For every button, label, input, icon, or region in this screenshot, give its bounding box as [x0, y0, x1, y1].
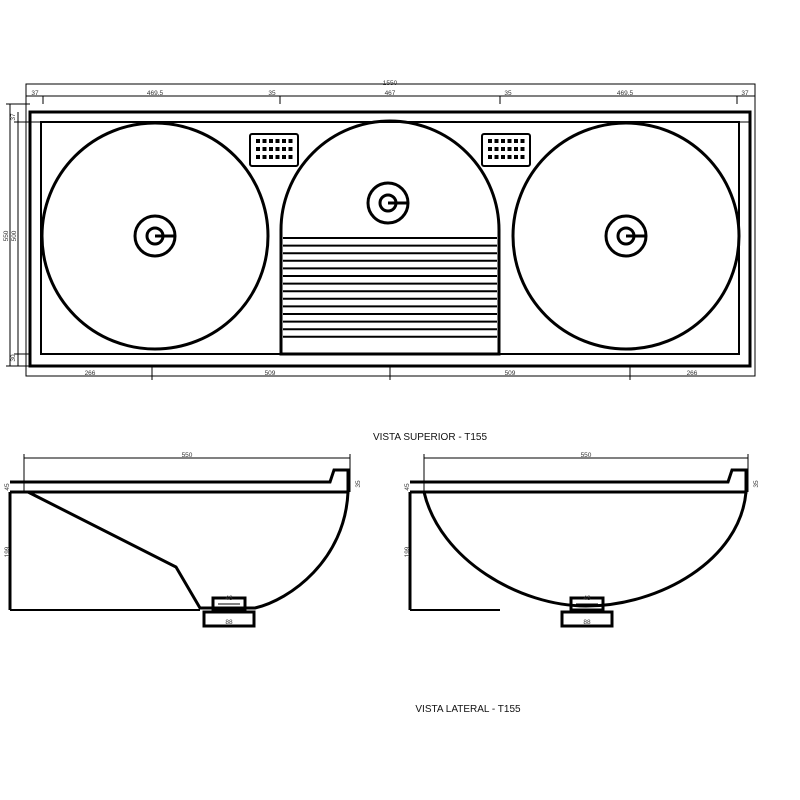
top-dim-3: 35 — [268, 90, 276, 97]
soap-grid-hole — [520, 139, 525, 143]
top-dimension-band: 37 469.5 35 467 35 469.5 37 — [26, 90, 755, 104]
soap-grid-hole — [507, 139, 512, 143]
soap-grid-hole — [494, 147, 499, 151]
soap-grid-hole — [256, 139, 260, 143]
side-right-width-label: 550 — [581, 452, 592, 459]
soap-grid-hole — [275, 155, 280, 159]
soap-grid-hole — [488, 139, 492, 143]
side-left-drain-base-label: 88 — [225, 619, 233, 626]
center-washboard-basin — [279, 119, 501, 356]
side-right-rim-label: 45 — [404, 483, 411, 491]
side-left-depth-label: 199 — [4, 546, 11, 557]
top-dim-7: 37 — [741, 90, 749, 97]
right-drain-icon — [604, 214, 648, 258]
top-dim-5: 35 — [504, 90, 512, 97]
soap-grid-hole — [262, 155, 267, 159]
bottom-dim-2: 509 — [265, 370, 276, 377]
side-left-width-label: 550 — [182, 452, 193, 459]
soap-grid-hole — [507, 155, 512, 159]
soap-grid-hole — [269, 147, 273, 151]
left-dim-4: 30 — [10, 354, 17, 362]
side-view-right: 550 35 45 199 48 88 — [404, 452, 760, 628]
soap-grid-hole — [269, 155, 273, 159]
bottom-dim-3: 509 — [505, 370, 516, 377]
soap-grid-hole — [501, 139, 505, 143]
soap-grid-hole — [501, 155, 505, 159]
side-left-rim — [10, 468, 350, 494]
side-view-left: 550 35 45 199 48 88 — [4, 452, 362, 628]
right-basin — [511, 121, 741, 351]
center-drain-icon — [366, 181, 410, 225]
soap-grid-hole — [288, 147, 293, 151]
soap-grid-hole — [275, 139, 280, 143]
soap-grid-hole — [288, 155, 293, 159]
soap-grid-hole — [269, 139, 273, 143]
soap-grid-right-icon — [481, 133, 531, 167]
left-drain-icon — [133, 214, 177, 258]
side-right-rim — [410, 468, 748, 494]
top-dim-6: 469.5 — [617, 90, 634, 97]
soap-grid-hole — [256, 147, 260, 151]
top-view: 1550 37 469.5 35 467 35 469.5 37 — [3, 80, 756, 443]
soap-grid-hole — [275, 147, 280, 151]
left-dim-2: 550 — [3, 230, 10, 241]
left-dim-1: 37 — [10, 113, 17, 121]
soap-grid-hole — [488, 155, 492, 159]
soap-grid-hole — [488, 147, 492, 151]
bottom-dim-1: 266 — [85, 370, 96, 377]
side-left-rim-label: 45 — [4, 483, 11, 491]
soap-grid-hole — [282, 155, 286, 159]
soap-grid-hole — [262, 139, 267, 143]
top-view-caption: VISTA SUPERIOR - T155 — [373, 432, 488, 443]
soap-grid-hole — [520, 147, 525, 151]
soap-grid-hole — [282, 139, 286, 143]
soap-grid-hole — [494, 139, 499, 143]
top-dim-1: 37 — [31, 90, 39, 97]
side-left-drain-top-label: 48 — [225, 595, 233, 602]
side-view-caption: VISTA LATERAL - T155 — [415, 704, 521, 715]
soap-grid-hole — [256, 155, 260, 159]
overall-width-label: 1550 — [383, 80, 398, 87]
side-right-drain-top-label: 48 — [583, 595, 591, 602]
side-right-depth-label: 199 — [404, 546, 411, 557]
soap-grid-hole — [507, 147, 512, 151]
top-dim-2: 469.5 — [147, 90, 164, 97]
bottom-dim-4: 266 — [687, 370, 698, 377]
soap-grid-hole — [501, 147, 505, 151]
soap-grid-hole — [282, 147, 286, 151]
side-left-washboard-profile — [27, 490, 225, 610]
side-left-bowl — [225, 491, 350, 610]
soap-grid-hole — [520, 155, 525, 159]
bottom-dimension-band: 266 509 509 266 — [26, 366, 755, 380]
soap-grid-hole — [514, 147, 518, 151]
soap-grid-hole — [494, 155, 499, 159]
side-right-bowl — [422, 491, 748, 608]
soap-grid-hole — [514, 139, 518, 143]
washboard-ribs — [283, 237, 497, 338]
side-left-drain-fitting — [202, 596, 256, 628]
side-left-lip-label: 35 — [355, 480, 362, 488]
soap-grid-left-icon — [249, 133, 299, 167]
left-basin — [40, 121, 270, 351]
left-dim-3: 500 — [11, 230, 18, 241]
soap-grid-hole — [262, 147, 267, 151]
left-dimension-band: 37 550 500 30 — [3, 103, 30, 367]
side-right-drain-fitting — [560, 596, 614, 628]
top-dim-4: 467 — [385, 90, 396, 97]
side-right-lip-label: 35 — [753, 480, 760, 488]
soap-grid-hole — [288, 139, 293, 143]
side-right-drain-base-label: 88 — [583, 619, 591, 626]
soap-grid-hole — [514, 155, 518, 159]
